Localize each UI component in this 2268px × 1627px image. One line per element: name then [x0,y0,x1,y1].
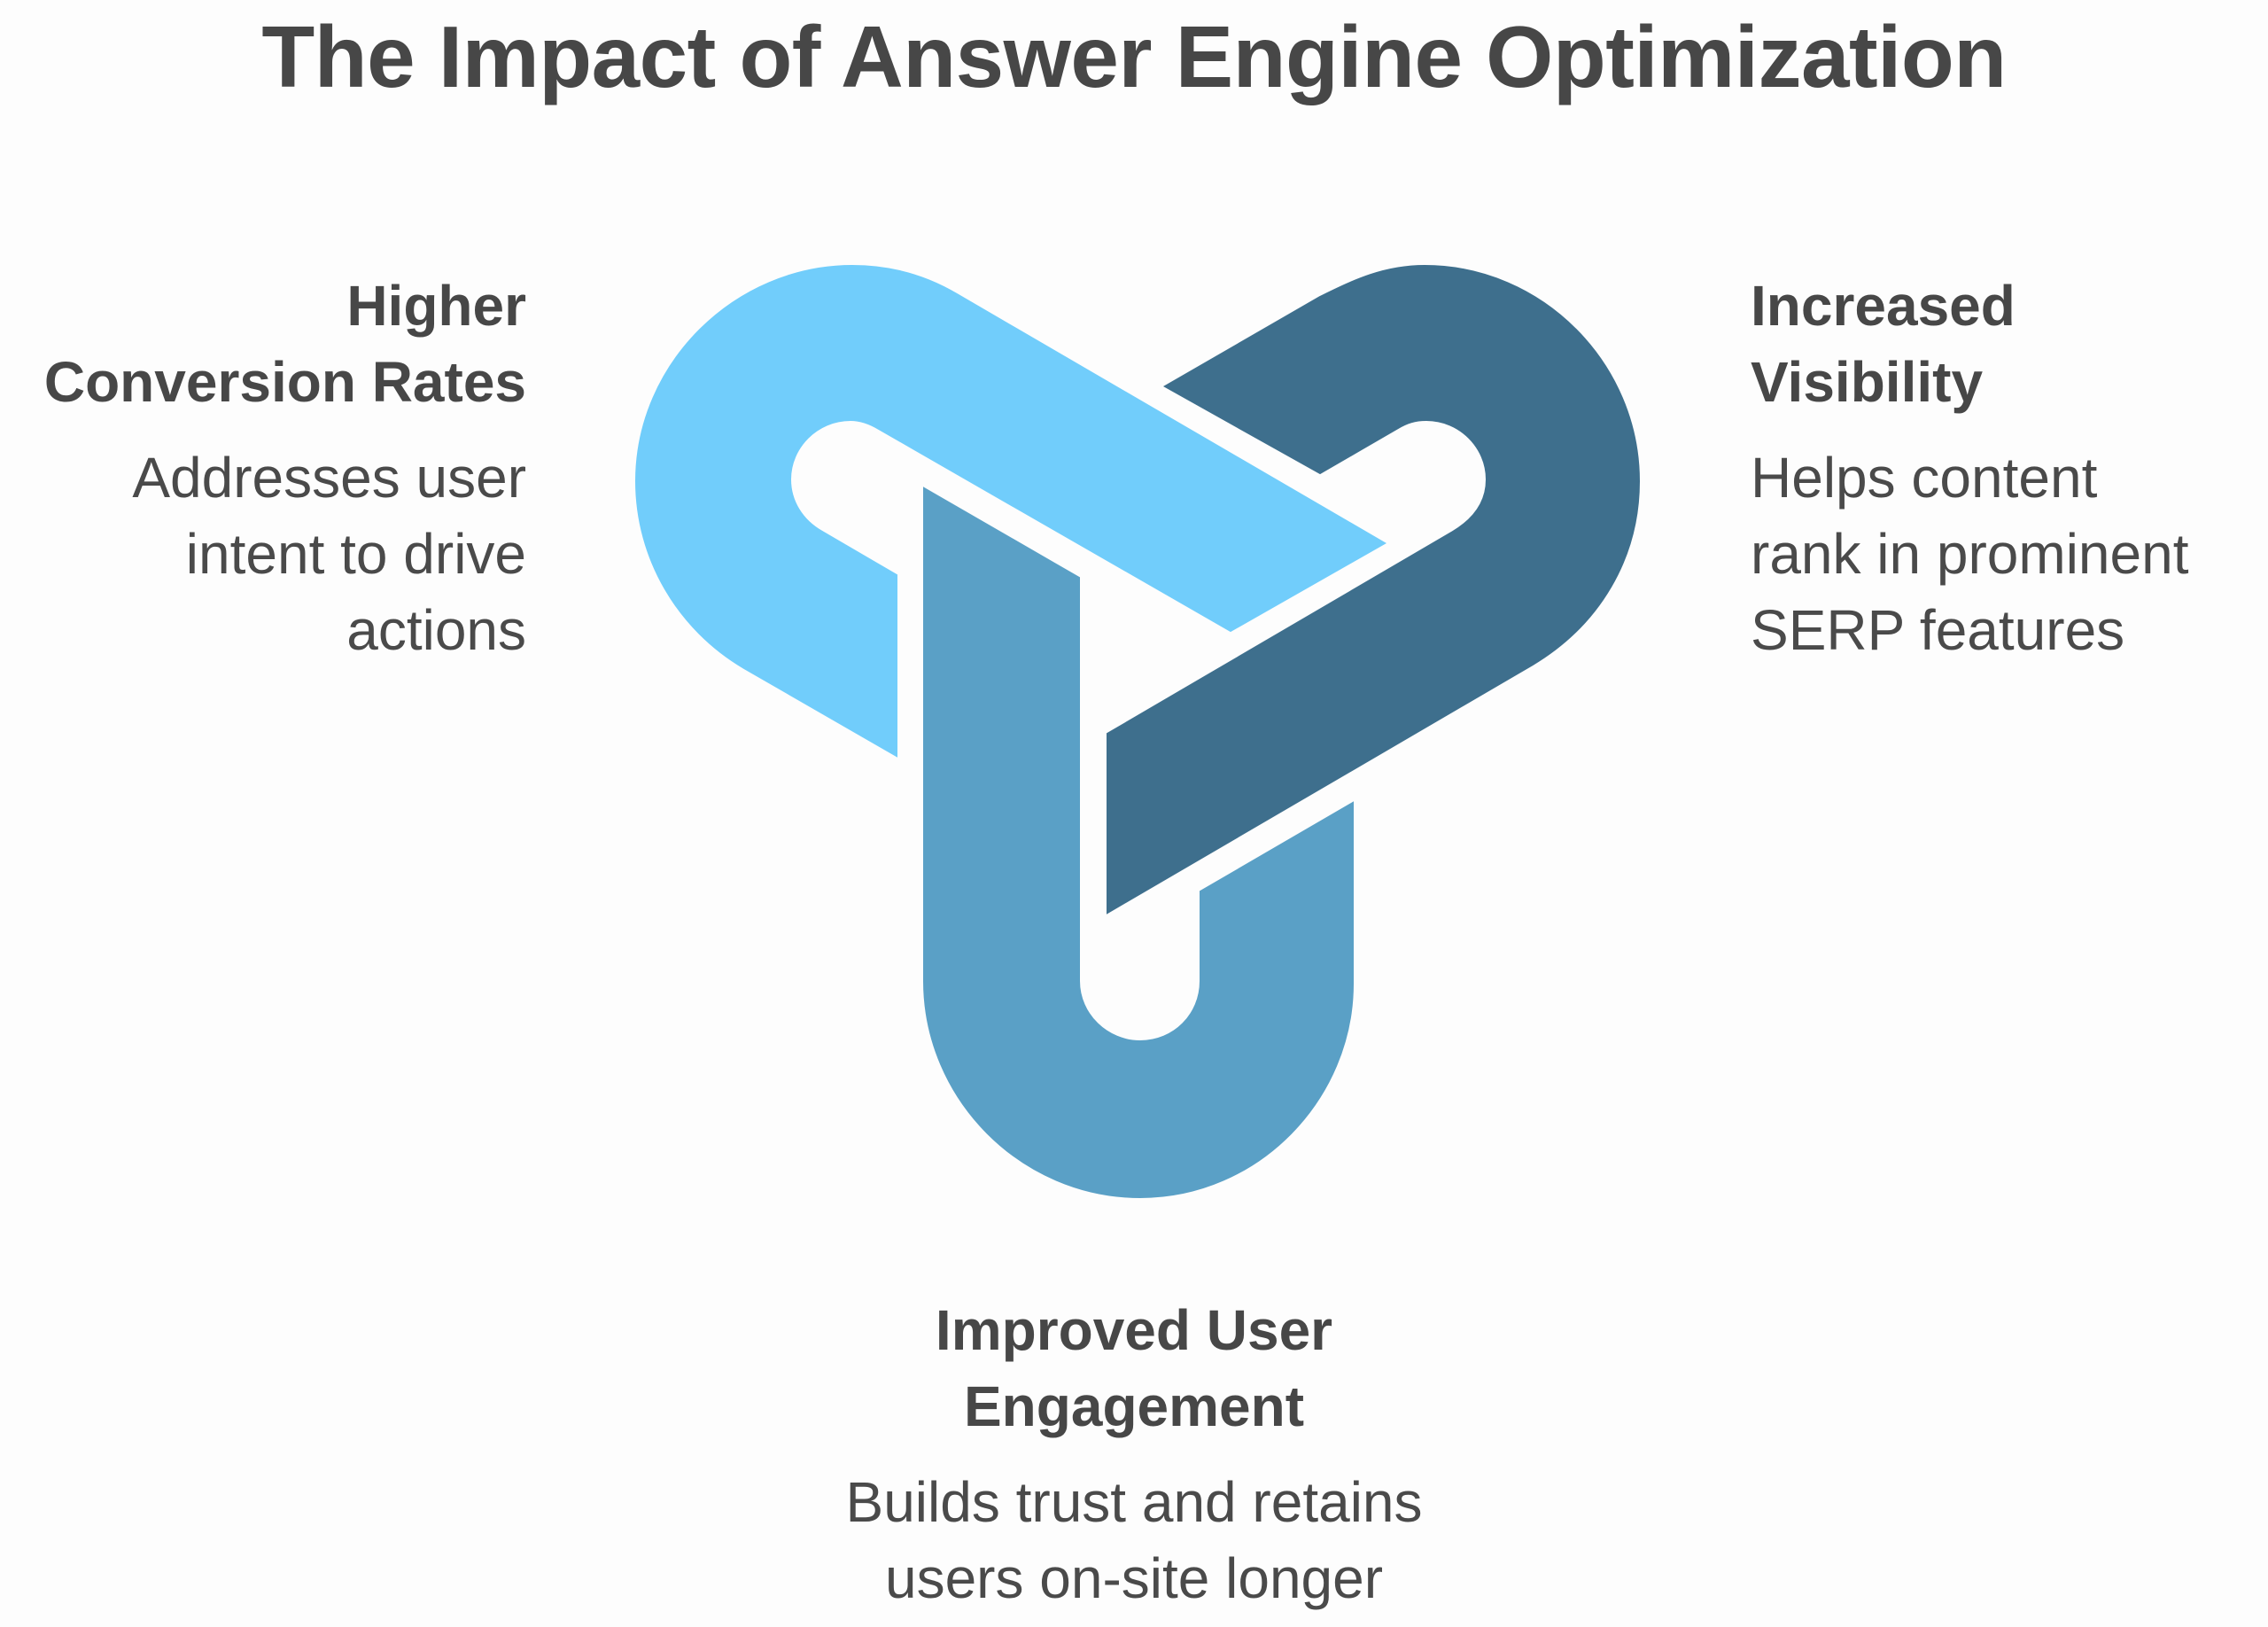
visibility-heading: Increased Visibility [1751,274,2016,414]
conversion-rates-block: Higher Conversion Rates Addresses user i… [0,268,526,668]
visibility-block: Increased Visibility Helps content rank … [1751,268,2264,668]
conversion-rates-heading: Higher Conversion Rates [43,274,526,414]
page-title: The Impact of Answer Engine Optimization [261,8,2007,105]
engagement-arm-shape [923,487,1354,1199]
visibility-arm-shape [1107,264,1641,915]
visibility-description: Helps content rank in prominent SERP fea… [1751,446,2189,662]
engagement-block: Improved User Engagement Builds trust an… [780,1292,1488,1616]
engagement-description: Builds trust and retains users on-site l… [845,1470,1423,1610]
conversion-arm-shape [634,264,1387,758]
conversion-rates-description: Addresses user intent to drive actions [132,446,526,662]
engagement-heading: Improved User Engagement [935,1298,1333,1438]
